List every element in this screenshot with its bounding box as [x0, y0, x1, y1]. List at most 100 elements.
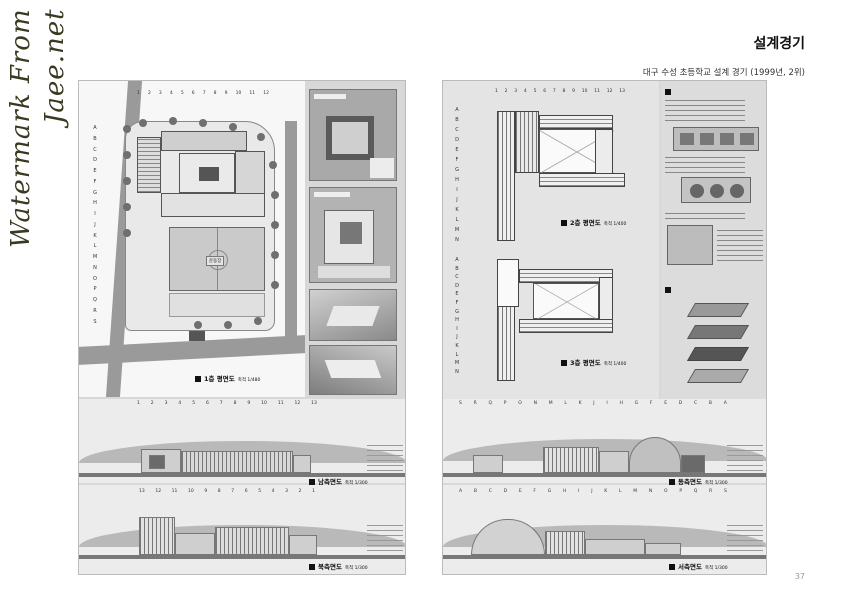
grid-letter: I — [606, 401, 608, 406]
grid-num: 7 — [552, 89, 556, 94]
grid-letter: I — [456, 187, 458, 193]
grid-letter: A — [455, 107, 459, 113]
building-wing-south — [161, 193, 265, 217]
grid-letter: P — [93, 286, 97, 293]
elev-building — [543, 447, 599, 473]
grid-num: 4 — [523, 89, 527, 94]
tree-icon — [194, 321, 202, 329]
label-marker-icon — [309, 564, 315, 570]
grid-num: 11 — [171, 489, 178, 494]
floor-plans-area: 1 2 3 4 5 6 7 8 9 10 11 12 13 A B C D E … — [443, 81, 659, 399]
grid-letter: M — [548, 401, 553, 406]
level-notes — [727, 443, 763, 471]
field-lower-area — [169, 293, 265, 317]
grid-letter: P — [503, 401, 507, 406]
grid-num: 4 — [169, 91, 173, 96]
grid-num: 10 — [187, 489, 194, 494]
concept-diagram-1 — [673, 127, 759, 151]
grid-letter: J — [593, 401, 595, 406]
grid-num: 9 — [204, 489, 208, 494]
grid-num: 12 — [606, 89, 613, 94]
grid-num: 7 — [202, 91, 206, 96]
grid-letter: S — [459, 401, 462, 406]
left-board: 1 2 3 4 5 6 7 8 9 10 11 12 A B C D E F G… — [78, 80, 406, 575]
grid-letter: G — [455, 308, 459, 315]
grid-letter: H — [619, 401, 623, 406]
elev-letter-ruler: A B C D E F G H I J K L M N O P Q R S — [459, 489, 727, 499]
grid-letter: O — [664, 489, 668, 494]
page-number: 37 — [794, 572, 805, 581]
grid-num: 12 — [155, 489, 162, 494]
grid-num: 7 — [231, 489, 235, 494]
grid-number-ruler: 1 2 3 4 5 6 7 8 9 10 11 12 13 — [495, 89, 625, 99]
grid-letter: D — [455, 137, 459, 143]
grid-num: 1 — [312, 489, 315, 494]
elev-building — [181, 451, 293, 473]
grid-letter-column: A B C D E F G H I J K L M N O P Q R S — [91, 125, 99, 325]
building-block-west — [137, 137, 161, 193]
grid-letter: E — [518, 489, 522, 494]
grid-num: 3 — [158, 91, 162, 96]
grid-letter: K — [604, 489, 608, 494]
tree-icon — [271, 251, 279, 259]
grid-num: 6 — [191, 91, 195, 96]
grid-letter: J — [591, 489, 593, 494]
grid-num: 8 — [213, 91, 217, 96]
tree-icon — [269, 161, 277, 169]
elev-building — [175, 533, 215, 555]
grid-num: 1 — [137, 91, 140, 96]
grid-num: 2 — [298, 489, 302, 494]
page-title: 설계경기 — [753, 36, 805, 52]
ground-line — [443, 555, 766, 559]
east-elev-scale: 축척 1/300 — [704, 481, 728, 486]
grid-letter: K — [93, 232, 97, 239]
grid-num: 8 — [562, 89, 566, 94]
grid-num: 11 — [277, 401, 284, 406]
grid-letter: G — [93, 189, 97, 196]
grid-letter: G — [547, 489, 552, 494]
north-elev-title: 북측면도 — [318, 563, 342, 571]
tree-icon — [169, 117, 177, 125]
grid-num: 10 — [581, 89, 588, 94]
grid-letter: B — [473, 489, 477, 494]
grid-letter: I — [94, 211, 96, 218]
elev-number-ruler: 13 12 11 10 9 8 7 6 5 4 3 2 1 — [139, 489, 315, 499]
grid-num: 1 — [137, 401, 140, 406]
plan1-title: 1층 평면도 — [204, 375, 235, 383]
tree-icon — [257, 133, 265, 141]
grid-letter: D — [503, 489, 508, 494]
main-gate — [189, 331, 205, 341]
grid-letter: M — [454, 227, 460, 233]
ground-line — [79, 555, 405, 559]
grid-letter: L — [619, 489, 622, 494]
label-marker-icon — [669, 564, 675, 570]
elev-building — [599, 451, 629, 473]
grid-letter: H — [93, 200, 97, 207]
location-plan-top — [309, 89, 397, 181]
south-elev-scale: 축척 1/300 — [344, 481, 368, 486]
grid-letter: F — [93, 178, 97, 185]
label-marker-icon — [309, 479, 315, 485]
grid-num: 13 — [311, 401, 317, 406]
grid-letter: G — [634, 401, 639, 406]
tree-icon — [123, 151, 131, 159]
grid-letter: G — [455, 167, 459, 173]
grid-letter: F — [649, 401, 653, 406]
elev-building — [545, 531, 585, 555]
plan3-gym — [497, 259, 519, 307]
tree-icon — [199, 119, 207, 127]
grid-letter: K — [455, 207, 459, 213]
south-elev-title: 남측면도 — [318, 478, 342, 486]
plan3-wing-north — [519, 269, 613, 283]
tree-icon — [123, 177, 131, 185]
label-marker-icon — [561, 220, 567, 226]
label-marker-icon — [665, 89, 671, 95]
grid-num: 9 — [247, 401, 251, 406]
grid-num: 3 — [514, 89, 518, 94]
grid-letter: H — [455, 177, 459, 183]
tree-icon — [123, 125, 131, 133]
